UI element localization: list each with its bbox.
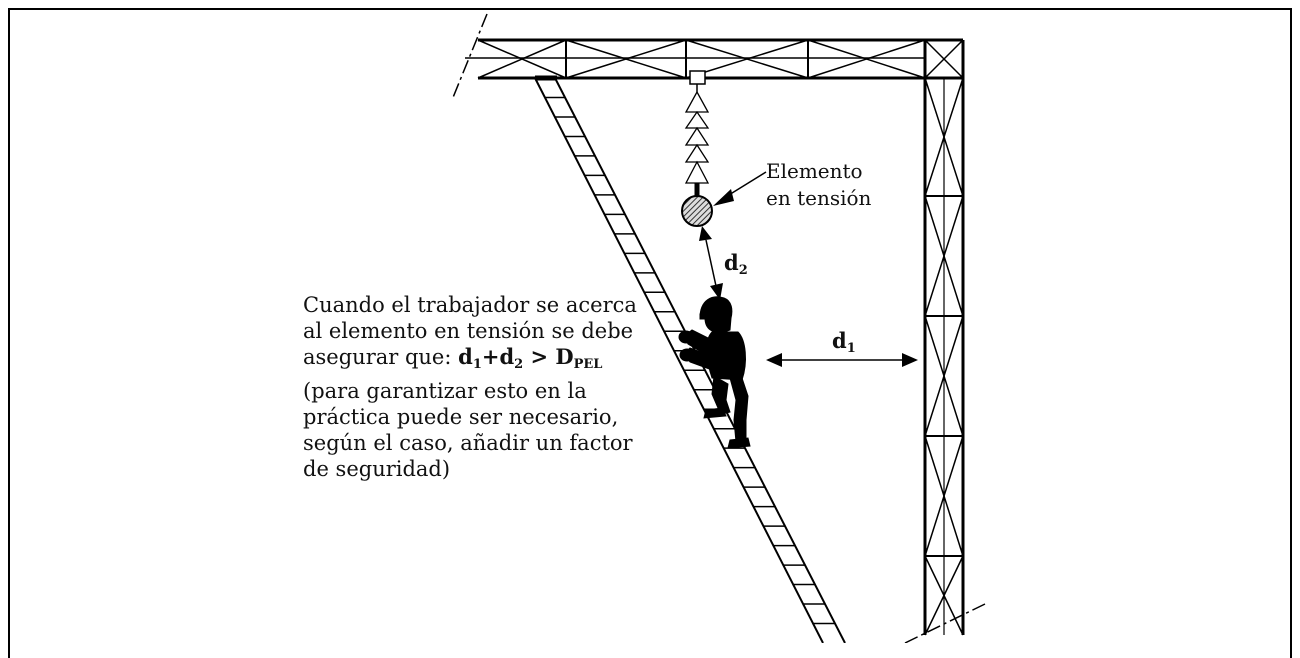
explanatory-note: Cuando el trabajador se acerca al elemen…: [303, 292, 643, 482]
formula: d1+d2 > DPEL: [458, 344, 603, 372]
formula-gt: > D: [523, 344, 574, 369]
d1-label-letter: d: [832, 328, 847, 353]
note-line-3: asegurar que: d1+d2 > DPEL: [303, 344, 643, 378]
d1-label: d1: [832, 328, 856, 356]
formula-sub-1: 1: [472, 357, 482, 372]
break-line-left: [451, 13, 488, 101]
formula-plus: +d: [481, 344, 515, 369]
vertical-tower: [923, 40, 965, 636]
d2-arrow: [699, 226, 723, 300]
live-element: [681, 195, 713, 227]
note-line-1: Cuando el trabajador se acerca: [303, 293, 637, 317]
insulator-chain: [684, 70, 710, 196]
formula-sub-2: 2: [514, 357, 524, 372]
live-element-label-line2: en tensión: [766, 186, 872, 210]
live-element-pointer: [713, 171, 767, 206]
note-line-2: al elemento en tensión se debe: [303, 319, 634, 343]
formula-d: d: [458, 344, 473, 369]
d2-label: d2: [724, 250, 748, 278]
break-line-bottom: [904, 603, 986, 643]
d2-label-sub: 2: [738, 263, 748, 278]
d1-label-sub: 1: [846, 341, 856, 356]
diagram-canvas: [451, 13, 986, 643]
d1-arrow: [766, 353, 918, 367]
note-line-3-prefix: asegurar que:: [303, 345, 459, 369]
note-line-7: de seguridad): [303, 457, 451, 481]
note-line-4: (para garantizar esto en la: [303, 379, 587, 403]
horizontal-truss: [465, 38, 964, 80]
note-line-6: según el caso, añadir un factor: [303, 431, 633, 455]
d2-label-letter: d: [724, 250, 739, 275]
worker-silhouette: [678, 296, 751, 449]
diagram-frame: [8, 8, 1292, 658]
note-line-5: práctica puede ser necesario,: [303, 405, 619, 429]
live-element-label: Elemento en tensión: [766, 158, 871, 212]
formula-sub-pel: PEL: [573, 357, 603, 372]
live-element-label-line1: Elemento: [766, 159, 863, 183]
